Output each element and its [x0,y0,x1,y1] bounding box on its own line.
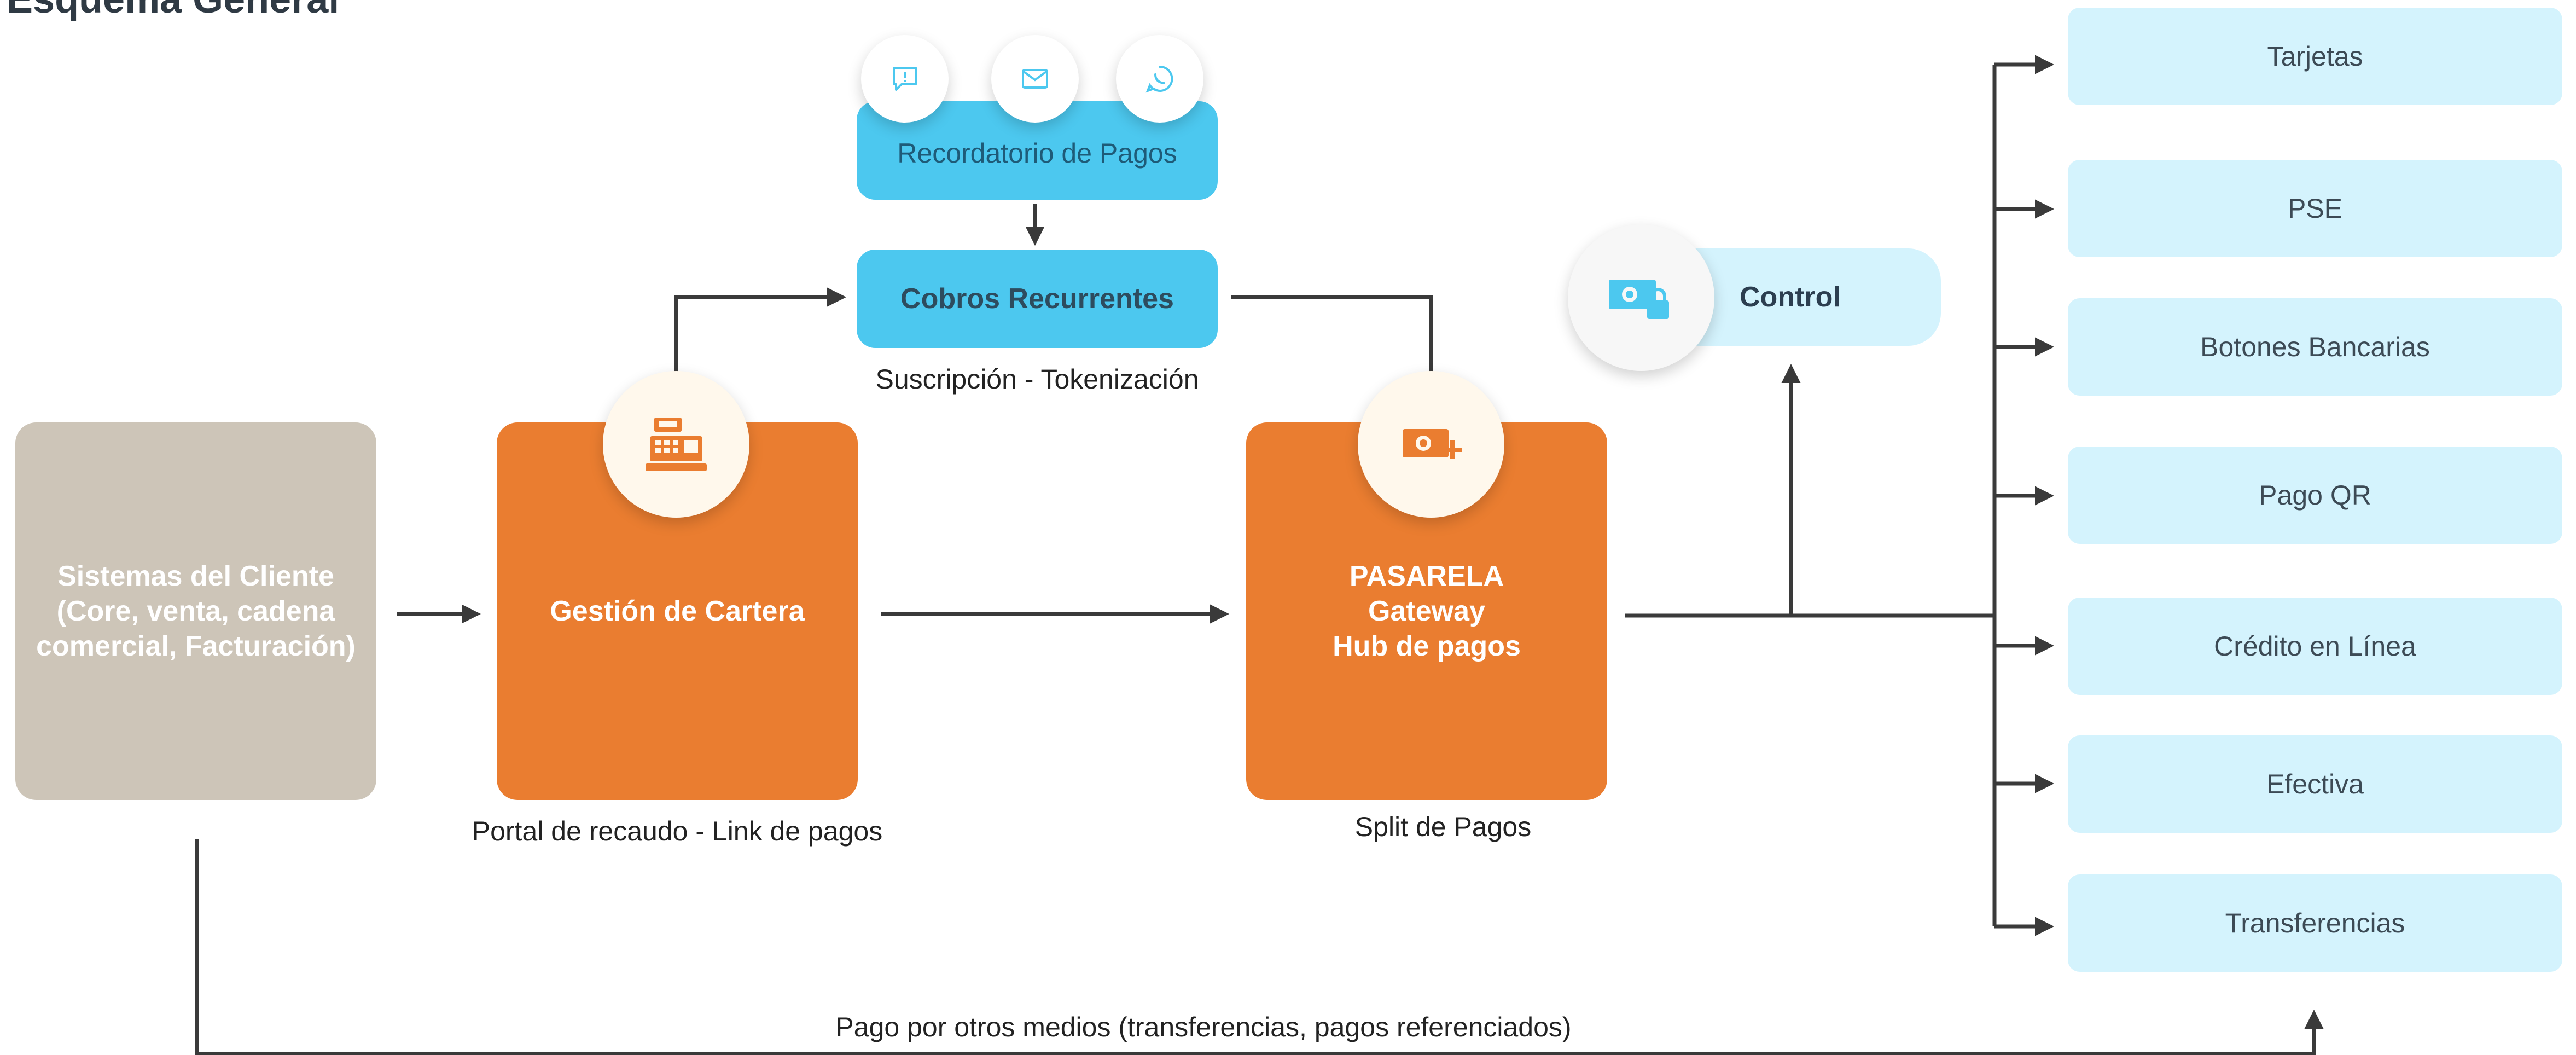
portfolio-label: Gestión de Cartera [550,595,805,627]
email-icon [991,35,1079,123]
money-add-icon [1358,371,1504,518]
recurring-box: Cobros Recurrentes [857,250,1218,348]
method-tarjetas: Tarjetas [2068,8,2562,105]
method-efectiva: Efectiva [2068,735,2562,833]
method-pago-qr: Pago QR [2068,447,2562,544]
whatsapp-icon [1116,35,1203,123]
method-pse: PSE [2068,160,2562,257]
line-other-means-bottom [197,1010,2324,1055]
diagram-title: Esquema General [7,0,339,22]
method-botones-bancarias: Botones Bancarias [2068,298,2562,396]
sms-alert-icon [861,35,949,123]
other-means-caption: Pago por otros medios (transferencias, p… [835,1012,1572,1042]
gateway-label: PASARELA Gateway Hub de pagos [1333,560,1521,662]
cash-register-icon [603,371,749,518]
client-systems-box: Sistemas del Cliente (Core, venta, caden… [15,422,376,800]
method-credito-en-linea: Crédito en Línea [2068,598,2562,695]
arrow-portfolio-to-recurring [674,287,846,378]
money-lock-icon [1568,224,1714,371]
gateway-caption: Split de Pagos [1354,811,1532,842]
control-label: Control [1740,281,1841,313]
line-recurring-to-gateway [1231,295,1433,378]
portfolio-caption: Portal de recaudo - Link de pagos [472,816,883,847]
method-transferencias: Transferencias [2068,874,2562,972]
recurring-caption: Suscripción - Tokenización [875,364,1199,395]
